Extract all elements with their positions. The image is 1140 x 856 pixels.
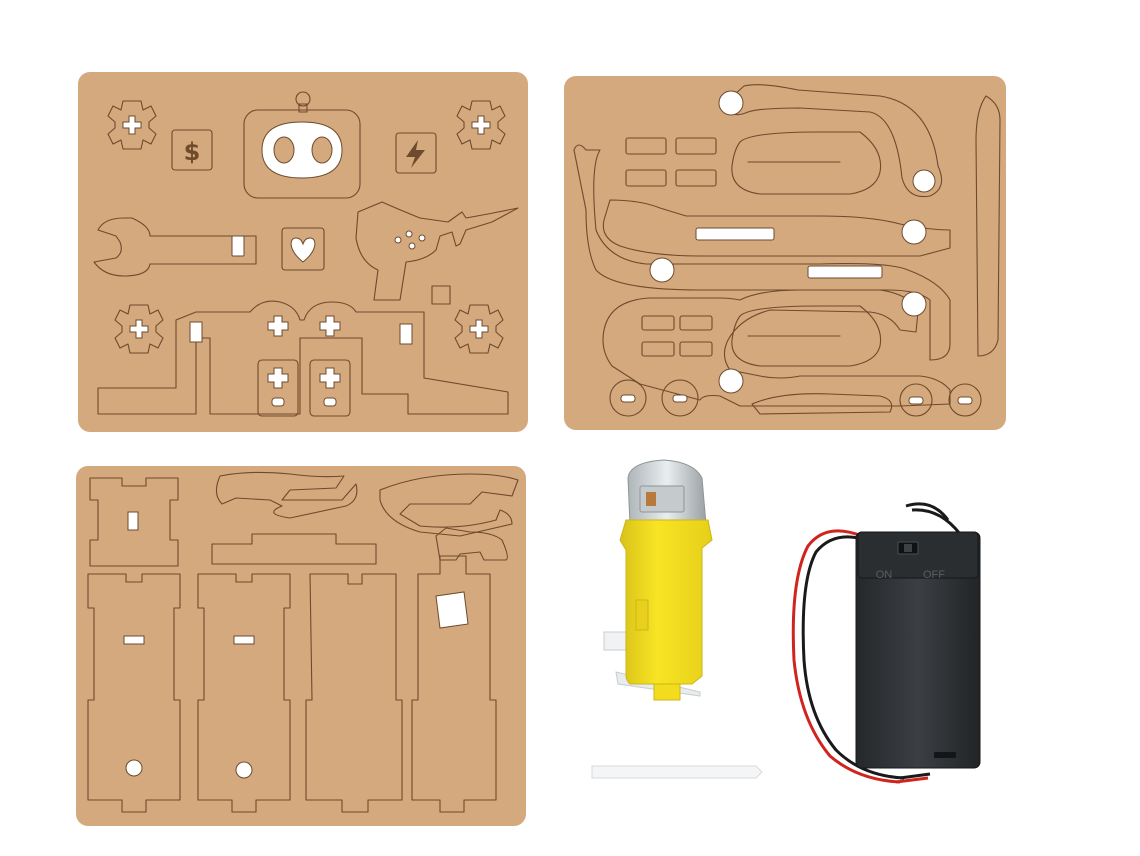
robot-head-part (243, 91, 361, 199)
chassis-panel (305, 573, 403, 813)
dollar-icon: $ (184, 138, 201, 166)
heart-tile (281, 227, 325, 271)
gear-icon (456, 100, 506, 150)
robot-body-part (97, 300, 509, 415)
gear-icon (114, 304, 164, 354)
board-frame-parts (564, 76, 1006, 430)
gear-icon (454, 304, 504, 354)
off-label: OFF (923, 569, 945, 581)
gear-icon (107, 100, 157, 150)
dollar-tile (171, 129, 213, 171)
on-label: ON (876, 569, 893, 581)
chassis-panel (197, 573, 291, 813)
battery-holder: ON OFF (791, 502, 981, 784)
raygun-part (355, 201, 519, 301)
axle-rod (591, 765, 763, 779)
board-robot-parts: $ (78, 72, 528, 432)
chassis-panel (87, 573, 181, 813)
chassis-panel (411, 555, 497, 813)
gear-motor (603, 459, 713, 701)
lightning-icon (406, 140, 425, 168)
wrench-part (93, 217, 257, 277)
lightning-tile (395, 132, 437, 174)
board-chassis-parts (76, 466, 526, 826)
heart-icon (290, 237, 316, 263)
